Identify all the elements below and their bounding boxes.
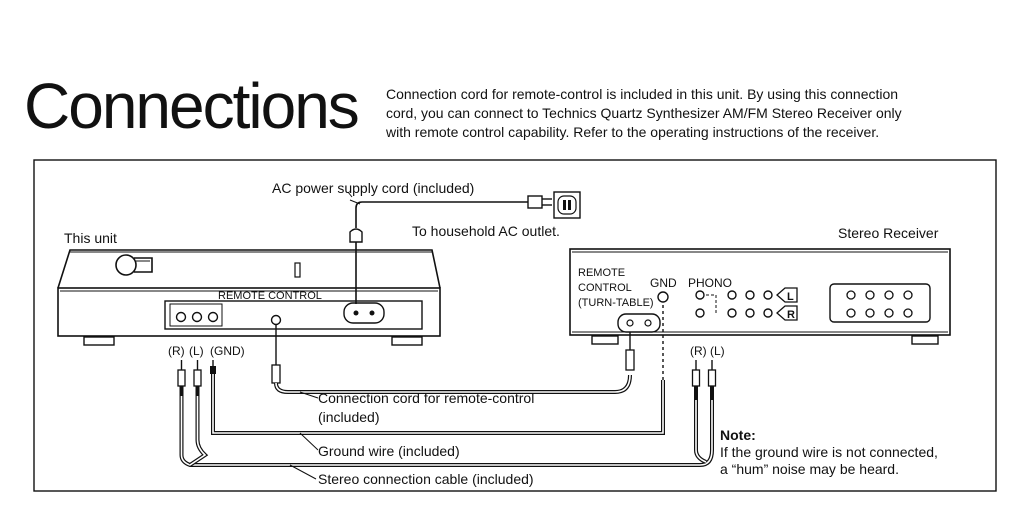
jack-r-label: (R) bbox=[168, 344, 185, 358]
this-unit-label: This unit bbox=[64, 230, 117, 246]
right-channel-tag bbox=[776, 305, 798, 321]
remote-cord-label-1: Connection cord for remote-control bbox=[318, 390, 534, 406]
left-channel-tag bbox=[776, 287, 798, 303]
receiver-jack-l-label: (L) bbox=[710, 344, 725, 358]
right-channel-letter: R bbox=[787, 309, 795, 321]
receiver-remote-socket[interactable] bbox=[617, 313, 661, 333]
remote-jack[interactable] bbox=[270, 314, 282, 326]
note-line-2: a “hum” noise may be heard. bbox=[720, 461, 899, 477]
turntable-unit: REMOTE CONTROL bbox=[57, 249, 441, 346]
ac-power-cord bbox=[347, 191, 581, 304]
rear-panel bbox=[164, 300, 423, 330]
stereo-cable-plugs-unit bbox=[177, 360, 216, 396]
diagram-frame bbox=[33, 159, 997, 492]
receiver-gnd-terminal[interactable] bbox=[657, 291, 669, 303]
phono-jack-r[interactable] bbox=[695, 308, 705, 318]
phono-label: PHONO bbox=[688, 276, 732, 290]
page-title: Connections bbox=[24, 70, 360, 142]
remote-control-label-1: REMOTE bbox=[578, 267, 625, 279]
note-line-1: If the ground wire is not connected, bbox=[720, 444, 938, 460]
note-title: Note: bbox=[720, 427, 756, 443]
remote-control-panel-label: REMOTE CONTROL bbox=[218, 290, 322, 302]
intro-paragraph: Connection cord for remote-control is in… bbox=[386, 85, 986, 142]
ac-outlet-icon bbox=[553, 191, 581, 219]
ground-wire-label: Ground wire (included) bbox=[318, 443, 460, 459]
phono-jack-l[interactable] bbox=[695, 290, 705, 300]
left-channel-letter: L bbox=[787, 291, 794, 303]
speaker-terminals bbox=[829, 283, 931, 323]
jack-l[interactable] bbox=[191, 311, 203, 323]
intro-line: with remote control capability. Refer to… bbox=[386, 124, 880, 140]
jack-gnd-label: (GND) bbox=[210, 344, 245, 358]
ac-cord-label: AC power supply cord (included) bbox=[272, 180, 474, 196]
stereo-cable-label: Stereo connection cable (included) bbox=[318, 471, 534, 487]
jack-l-label: (L) bbox=[189, 344, 204, 358]
jack-r[interactable] bbox=[175, 311, 187, 323]
remote-control-label-3: (TURN-TABLE) bbox=[578, 297, 654, 309]
receiver-gnd-label: GND bbox=[650, 276, 677, 290]
remote-control-cord bbox=[271, 325, 635, 394]
intro-line: cord, you can connect to Technics Quartz… bbox=[386, 105, 902, 121]
ac-outlet-label: To household AC outlet. bbox=[412, 223, 560, 239]
ac-socket bbox=[343, 302, 385, 324]
remote-control-label-2: CONTROL bbox=[578, 282, 632, 294]
stereo-receiver bbox=[569, 248, 951, 345]
intro-line: Connection cord for remote-control is in… bbox=[386, 86, 899, 102]
receiver-label: Stereo Receiver bbox=[838, 225, 939, 241]
remote-cord-label-2: (included) bbox=[318, 409, 379, 425]
tonearm bbox=[115, 254, 153, 276]
receiver-jack-r-label: (R) bbox=[690, 344, 707, 358]
stereo-cable-plugs-receiver bbox=[691, 360, 717, 400]
jack-gnd[interactable] bbox=[207, 311, 219, 323]
